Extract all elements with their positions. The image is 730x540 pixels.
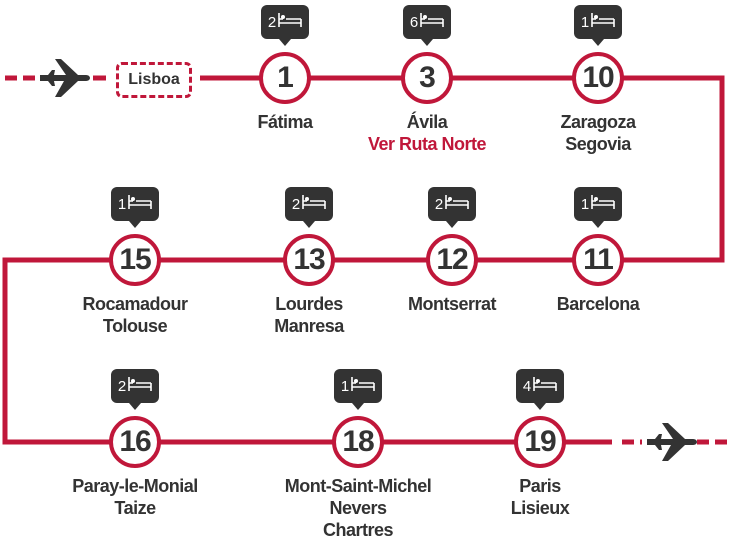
nights-badge: 1	[574, 5, 622, 46]
nights-badge: 6	[403, 5, 451, 46]
stop-node: 15	[109, 234, 161, 286]
bed-icon	[533, 376, 557, 396]
stop-label: Montserrat	[352, 293, 552, 315]
bed-icon	[591, 12, 615, 32]
bed-icon	[278, 12, 302, 32]
stop-node: 16	[109, 416, 161, 468]
nights-count: 2	[291, 195, 301, 213]
nights-count: 1	[580, 13, 590, 31]
nights-badge: 1	[574, 187, 622, 228]
nights-badge: 2	[261, 5, 309, 46]
ver-ruta-norte-link[interactable]: Ver Ruta Norte	[367, 134, 487, 154]
stop-node: 13	[283, 234, 335, 286]
stop-city: Rocamadour	[82, 294, 188, 314]
bed-icon	[351, 376, 375, 396]
stop-city: Taize	[114, 498, 156, 518]
nights-count: 6	[409, 13, 419, 31]
stop-city: Nevers	[329, 498, 387, 518]
bed-icon	[302, 194, 326, 214]
stop-node: 18	[332, 416, 384, 468]
stop-city: Tolouse	[102, 316, 168, 336]
nights-badge: 4	[516, 369, 564, 410]
stop-city: Fátima	[257, 112, 313, 132]
nights-count: 1	[580, 195, 590, 213]
airplane-icon	[647, 423, 697, 461]
nights-count: 1	[340, 377, 350, 395]
stop-label: Barcelona	[498, 293, 698, 315]
nights-badge: 1	[111, 187, 159, 228]
stop-city: Paris	[519, 476, 561, 496]
nights-badge: 1	[334, 369, 382, 410]
stop-node: 10	[572, 52, 624, 104]
stop-city: Manresa	[274, 316, 344, 336]
stop-node: 3	[401, 52, 453, 104]
bed-icon	[128, 194, 152, 214]
airplane-icon	[40, 59, 90, 97]
stop-city: Lisieux	[510, 498, 570, 518]
stop-node: 19	[514, 416, 566, 468]
stop-city: Chartres	[322, 520, 394, 540]
stop-node: 11	[572, 234, 624, 286]
nights-count: 2	[117, 377, 127, 395]
stop-city: Ávila	[406, 112, 448, 132]
stop-node: 12	[426, 234, 478, 286]
stop-city: Mont-Saint-Michel	[284, 476, 432, 496]
stop-city: Paray-le-Monial	[72, 476, 198, 496]
nights-count: 1	[117, 195, 127, 213]
origin-lisboa: Lisboa	[116, 62, 192, 98]
nights-badge: 2	[428, 187, 476, 228]
nights-count: 2	[267, 13, 277, 31]
bed-icon	[128, 376, 152, 396]
stop-city: Segovia	[565, 134, 631, 154]
stop-city: Barcelona	[556, 294, 640, 314]
nights-count: 2	[434, 195, 444, 213]
bed-icon	[420, 12, 444, 32]
bed-icon	[591, 194, 615, 214]
bed-icon	[445, 194, 469, 214]
nights-badge: 2	[111, 369, 159, 410]
nights-count: 4	[522, 377, 532, 395]
stop-city: Montserrat	[407, 294, 497, 314]
stop-city: Lourdes	[275, 294, 343, 314]
nights-badge: 2	[285, 187, 333, 228]
stop-node: 1	[259, 52, 311, 104]
stop-city: Zaragoza	[560, 112, 636, 132]
stop-label: Fátima	[185, 111, 385, 133]
